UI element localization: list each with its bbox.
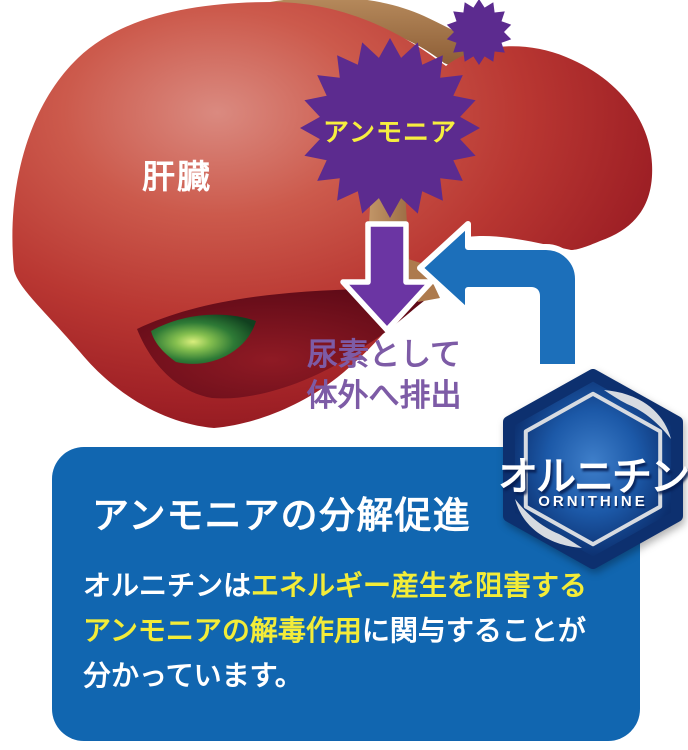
infobox-line1-white: オルニチンは [83, 570, 252, 601]
badge-subtitle: ORNITHINE [538, 493, 648, 510]
vessel-wedge-shape [404, 258, 440, 302]
urea-note-line2: 体外へ排出 [306, 378, 462, 413]
down-arrow-icon [340, 221, 434, 333]
small-burst [446, 0, 512, 65]
urea-note-line1: 尿素として [306, 337, 462, 372]
gallbladder-shape [151, 314, 256, 364]
infobox-body-line2: アンモニアの解毒作用に関与することが [83, 608, 587, 653]
infobox-line2-yellow: アンモニアの解毒作用 [83, 615, 362, 646]
ammonia-label: アンモニア [323, 117, 457, 147]
infobox-body-line3: 分かっています。 [83, 660, 303, 691]
bile-duct-shape [270, 0, 512, 71]
vessel-stem-shape [365, 190, 411, 292]
infobox-body-line1: オルニチンはエネルギー産生を阻害する [83, 563, 587, 608]
infobox-body: オルニチンはエネルギー産生を阻害する アンモニアの解毒作用に関与することが 分か… [83, 563, 587, 698]
badge-swoosh-top-right [604, 390, 671, 439]
infobox-line1-yellow: エネルギー産生を阻害する [251, 570, 588, 601]
infobox-heading: アンモニアの分解促進 [92, 495, 471, 536]
urea-note: 尿素として 体外へ排出 [307, 334, 462, 416]
infobox-line2-white: に関与することが [361, 615, 586, 646]
liver-label: 肝臓 [142, 158, 212, 195]
